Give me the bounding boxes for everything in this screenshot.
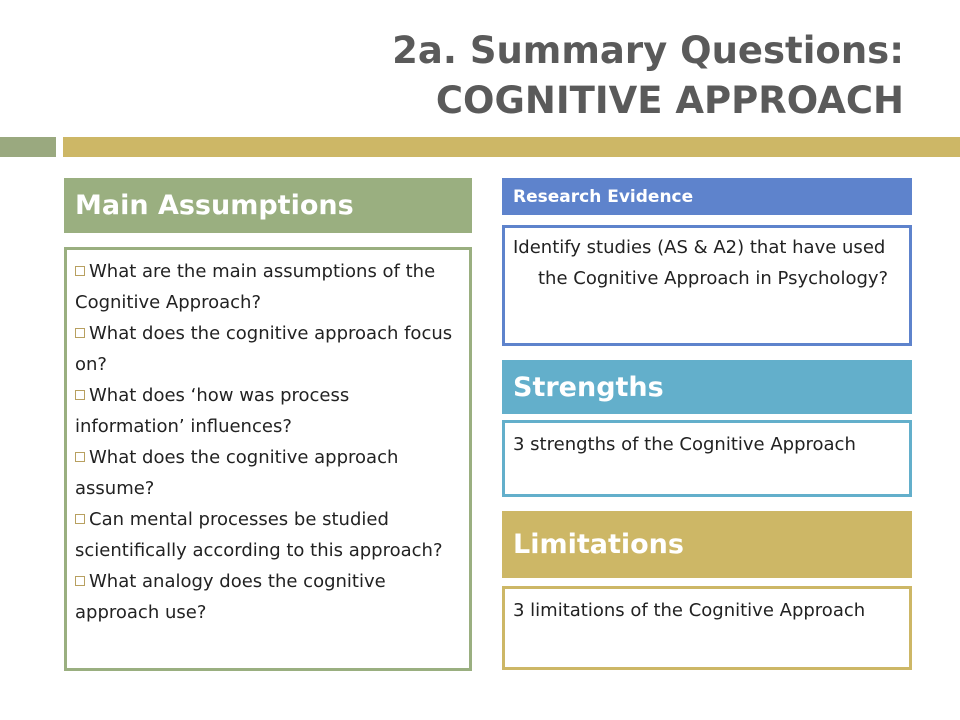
limitations-box: 3 limitations of the Cognitive Approach: [502, 586, 912, 670]
main-assumptions-header: Main Assumptions: [64, 178, 472, 233]
main-assumptions-box: What are the main assumptions of the Cog…: [64, 247, 472, 671]
square-bullet-icon: [75, 266, 85, 276]
square-bullet-icon: [75, 390, 85, 400]
slide-title-line1: 2a. Summary Questions:: [392, 29, 904, 72]
square-bullet-icon: [75, 328, 85, 338]
question-item: What does the cognitive approach focus o…: [75, 323, 453, 375]
slide-title-line2: COGNITIVE APPROACH: [435, 79, 904, 122]
square-bullet-icon: [75, 452, 85, 462]
question-item: What does ‘how was process information’ …: [75, 385, 350, 437]
limitations-header: Limitations: [502, 511, 912, 578]
research-evidence-header: Research Evidence: [502, 178, 912, 215]
question-item: What analogy does the cognitive approach…: [75, 571, 386, 623]
research-evidence-text: Identify studies (AS & A2) that have use…: [513, 237, 889, 289]
research-evidence-header-label: Research Evidence: [513, 186, 694, 207]
question-item: What does the cognitive approach assume?: [75, 447, 399, 499]
question-item: What are the main assumptions of the Cog…: [75, 261, 436, 313]
accent-bar-right: [63, 137, 960, 157]
slide-title: 2a. Summary Questions: COGNITIVE APPROAC…: [392, 26, 904, 126]
strengths-header: Strengths: [502, 360, 912, 414]
limitations-header-label: Limitations: [513, 529, 684, 560]
accent-bar-left: [0, 137, 56, 157]
limitations-text: 3 limitations of the Cognitive Approach: [513, 600, 866, 621]
question-item: Can mental processes be studied scientif…: [75, 509, 443, 561]
strengths-text: 3 strengths of the Cognitive Approach: [513, 434, 856, 455]
square-bullet-icon: [75, 514, 85, 524]
strengths-header-label: Strengths: [513, 371, 664, 403]
research-evidence-box: Identify studies (AS & A2) that have use…: [502, 225, 912, 346]
main-assumptions-header-label: Main Assumptions: [75, 190, 354, 221]
strengths-box: 3 strengths of the Cognitive Approach: [502, 420, 912, 497]
square-bullet-icon: [75, 576, 85, 586]
